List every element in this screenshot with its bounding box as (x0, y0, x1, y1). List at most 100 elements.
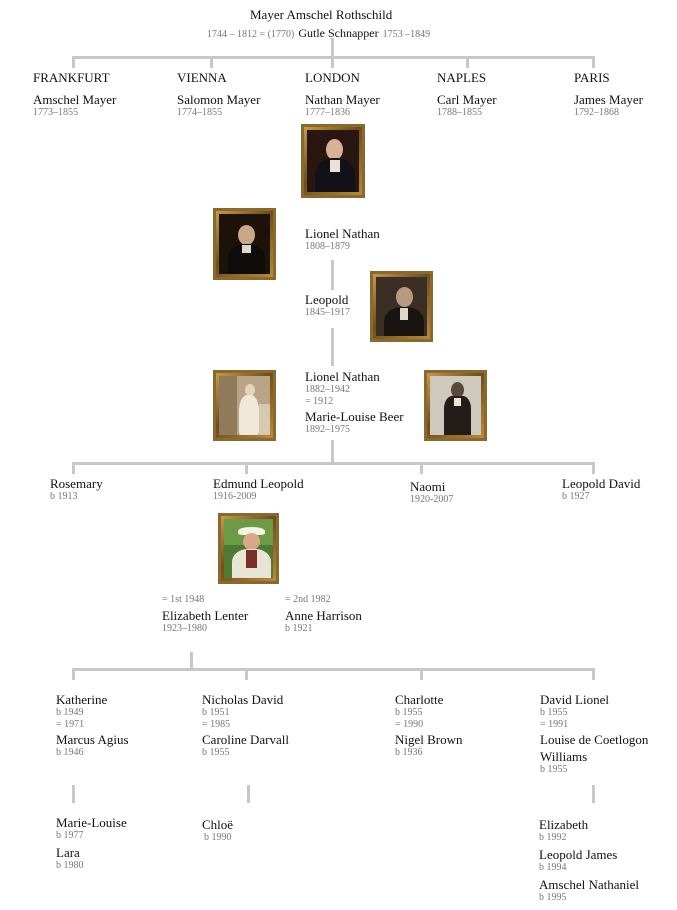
marriage-label: = 1971 (56, 719, 85, 730)
connector-london (331, 56, 334, 68)
person-name: Leopold David (562, 476, 641, 491)
marriage-label: = 1985 (202, 719, 231, 730)
marriage-label: = 1912 (305, 396, 334, 407)
person-lionel-nathan-1882: Lionel Nathan 1882–1942 = 1912 Marie-Lou… (305, 369, 404, 436)
person-name: Elizabeth (539, 817, 589, 832)
person-name: Katherine (56, 692, 108, 707)
branch-city: LONDON (305, 70, 360, 85)
great-grandchild-leopold-james: Leopold James b 1994 (539, 847, 617, 874)
spouse-name-continued: Williams (540, 749, 588, 764)
connector-david-children (592, 785, 595, 803)
person-dates: 1920-2007 (410, 494, 454, 505)
person-name: Leopold (305, 292, 349, 307)
great-grandchild-lara: Lara b 1980 (56, 845, 84, 872)
person-name: Leopold James (539, 847, 618, 862)
root-spouse-name: Gutle Schnapper (298, 26, 379, 40)
connector-lionel2-children (331, 440, 334, 464)
person-name: Nicholas David (202, 692, 284, 707)
person-dates: b 1951 (202, 707, 230, 718)
connector-nicholas-children (247, 785, 250, 803)
person-dates: b 1927 (562, 491, 590, 502)
spouse-elizabeth-lenter: = 1st 1948 Elizabeth Lenter 1923–1980 (162, 594, 248, 635)
nathan-mayer-portrait-icon (301, 124, 365, 198)
person-dates: b 1980 (56, 860, 84, 871)
connector-david (592, 668, 595, 680)
grandchild-charlotte: Charlotte b 1955 = 1990 Nigel Brown b 19… (395, 692, 463, 759)
child-rosemary: Rosemary b 1913 (50, 476, 103, 503)
person-name: Chloë (202, 817, 234, 832)
root-name: Mayer Amschel Rothschild (250, 7, 393, 22)
person-lionel-nathan-1808: Lionel Nathan 1808–1879 (305, 226, 380, 253)
great-grandchild-elizabeth: Elizabeth b 1992 (539, 817, 588, 844)
great-grandchild-marie-louise: Marie-Louise b 1977 (56, 815, 127, 842)
person-name: Edmund Leopold (213, 476, 304, 491)
connector-lionel1-leopold (331, 260, 334, 290)
connector-edmund (245, 462, 248, 474)
spouse-name: Anne Harrison (285, 608, 362, 623)
person-name: Rosemary (50, 476, 103, 491)
branch-name: Nathan Mayer (305, 92, 380, 107)
spouse-dates: b 1955 (540, 764, 568, 775)
child-naomi: Naomi 1920-2007 (410, 479, 453, 506)
connector-nicholas (245, 668, 248, 680)
edmund-leopold-photo-icon (218, 513, 279, 584)
person-dates: 1882–1942 (305, 384, 350, 395)
branch-dates: 1774–1855 (177, 107, 222, 118)
branch-city: NAPLES (437, 70, 487, 85)
branch-frankfurt: FRANKFURT Amschel Mayer 1773–1855 (33, 70, 116, 119)
spouse-dates: b 1921 (285, 623, 313, 634)
spouse-dates: b 1946 (56, 747, 84, 758)
grandchild-katherine: Katherine b 1949 = 1971 Marcus Agius b 1… (56, 692, 129, 759)
person-dates: 1845–1917 (305, 307, 350, 318)
marriage-label: = 1990 (395, 719, 424, 730)
person-name: Marie-Louise (56, 815, 127, 830)
spouse-dates: 1923–1980 (162, 623, 207, 634)
connector-charlotte (420, 668, 423, 680)
spouse-dates: b 1936 (395, 747, 423, 758)
lionel-nathan-1882-portrait-icon (424, 370, 487, 441)
connector-edmund-grandchildren (190, 652, 193, 670)
person-dates: b 1955 (395, 707, 423, 718)
branch-name: Carl Mayer (437, 92, 497, 107)
root-details: 1744 – 1812 = (1770) Gutle Schnapper 175… (207, 24, 430, 42)
person-leopold: Leopold 1845–1917 (305, 292, 350, 319)
great-grandchild-chloe: Chloë b 1990 (202, 817, 233, 844)
spouse-name: Caroline Darvall (202, 732, 289, 747)
branch-name: Salomon Mayer (177, 92, 261, 107)
connector-root-down (331, 38, 334, 57)
person-name: Lionel Nathan (305, 226, 380, 241)
spouse-dates: b 1955 (202, 747, 230, 758)
connector-vienna (210, 56, 213, 68)
child-leopold-david: Leopold David b 1927 (562, 476, 640, 503)
branch-city: FRANKFURT (33, 70, 110, 85)
branch-paris: PARIS James Mayer 1792–1868 (574, 70, 643, 119)
branch-vienna: VIENNA Salomon Mayer 1774–1855 (177, 70, 260, 119)
connector-naples (466, 56, 469, 68)
connector-katherine (72, 668, 75, 680)
person-dates: 1916-2009 (213, 491, 257, 502)
connector-naomi (420, 462, 423, 474)
spouse-name: Elizabeth Lenter (162, 608, 249, 623)
branch-name: James Mayer (574, 92, 643, 107)
marriage-label: = 1st 1948 (162, 594, 205, 605)
person-name: Amschel Nathaniel (539, 877, 639, 892)
person-dates: b 1992 (539, 832, 567, 843)
branch-name: Amschel Mayer (33, 92, 117, 107)
person-name: Lara (56, 845, 80, 860)
person-dates: b 1955 (540, 707, 568, 718)
person-name: Charlotte (395, 692, 444, 707)
connector-leopold-david (592, 462, 595, 474)
branch-dates: 1773–1855 (33, 107, 78, 118)
connector-children-bar (72, 462, 593, 465)
leopold-portrait-icon (370, 271, 433, 342)
person-dates: b 1913 (50, 491, 78, 502)
person-name: Lionel Nathan (305, 369, 380, 384)
marriage-label: = 2nd 1982 (285, 594, 331, 605)
grandchild-david-lionel: David Lionel b 1955 = 1991 Louise de Coe… (540, 692, 648, 776)
person-dates: b 1994 (539, 862, 567, 873)
spouse-name: Marie-Louise Beer (305, 409, 404, 424)
branch-dates: 1777–1836 (305, 107, 350, 118)
branch-dates: 1788–1855 (437, 107, 482, 118)
branch-city: PARIS (574, 70, 610, 85)
branch-city: VIENNA (177, 70, 227, 85)
